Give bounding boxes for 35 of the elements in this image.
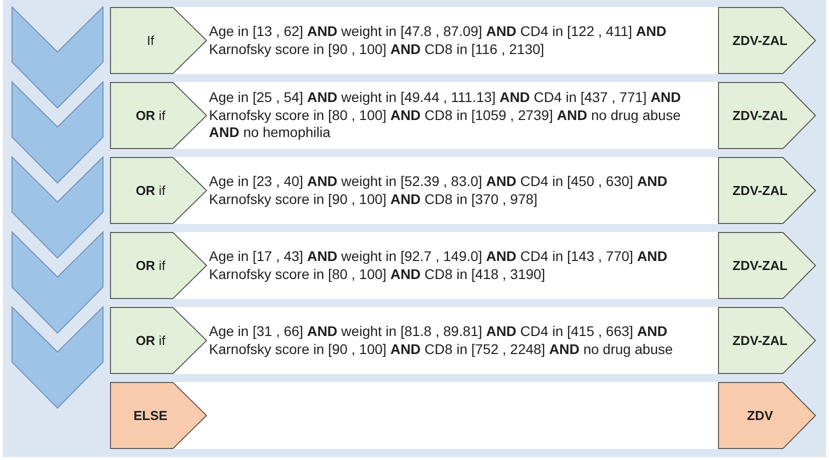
condition-text: Age in [17 , 43] AND weight in [92.7 , 149.0] AND CD4 in [143 , 770] AND Karnofsky score in [80 , 100] AND CD8 in [418 , 3190] bbox=[209, 248, 668, 283]
arrow-pentagon bbox=[718, 157, 816, 224]
row-panel bbox=[207, 307, 718, 374]
arrow-pentagon bbox=[718, 82, 816, 149]
condition-text: Age in [13 , 62] AND weight in [47.8 , 87.09] AND CD4 in [122 , 411] AND Karnofsky score in [90 , 100] AND CD8 in [116 , 2130] bbox=[209, 23, 668, 58]
condition-text: Age in [25 , 54] AND weight in [49.44 , 111.13] AND CD4 in [437 , 771] AND Karnofsky score in [80 , 100] AND CD8 in [1059 , 2739] AND no drug abuse AND no hemophilia bbox=[209, 89, 682, 142]
rule-keyword: OR if bbox=[136, 182, 166, 198]
rule-keyword: OR if bbox=[136, 258, 166, 274]
rule-keyword: If bbox=[146, 32, 154, 48]
row-panel bbox=[207, 232, 718, 299]
arrow-pentagon bbox=[110, 7, 207, 74]
treatment-label: ZDV-ZAL bbox=[732, 32, 788, 48]
rule-keyword: OR if bbox=[136, 332, 166, 348]
row-panel bbox=[207, 7, 718, 74]
arrow-pentagon bbox=[110, 232, 207, 299]
arrow-pentagon bbox=[110, 382, 207, 449]
rule-keyword: OR if bbox=[136, 108, 166, 124]
arrow-pentagon bbox=[718, 382, 816, 449]
rule-keyword: ELSE bbox=[134, 408, 168, 424]
row-panel bbox=[207, 382, 718, 449]
arrow-pentagon bbox=[718, 307, 816, 374]
row-panel bbox=[207, 82, 718, 149]
condition-text: Age in [23 , 40] AND weight in [52.39 , 83.0] AND CD4 in [450 , 630] AND Karnofsky score in [90 , 100] AND CD8 in [370 , 978] bbox=[209, 173, 668, 208]
arrow-pentagon bbox=[110, 157, 207, 224]
treatment-label: ZDV-ZAL bbox=[732, 258, 788, 274]
arrow-pentagon bbox=[718, 232, 816, 299]
treatment-label: ZDV-ZAL bbox=[732, 182, 788, 198]
treatment-label: ZDV-ZAL bbox=[732, 108, 788, 124]
arrow-pentagon bbox=[110, 82, 207, 149]
treatment-label: ZDV bbox=[747, 408, 773, 424]
arrow-pentagon bbox=[718, 7, 816, 74]
treatment-label: ZDV-ZAL bbox=[732, 332, 788, 348]
row-panel bbox=[207, 157, 718, 224]
arrow-pentagon bbox=[110, 307, 207, 374]
condition-text: Age in [31 , 66] AND weight in [81.8 , 89.81] AND CD4 in [415 , 663] AND Karnofsky score in [90 , 100] AND CD8 in [752 , 2248] AND no drug abuse bbox=[209, 323, 674, 358]
